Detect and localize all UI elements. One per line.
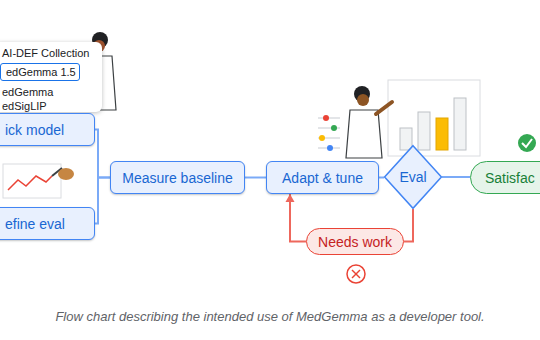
process-box: ick model: [0, 113, 95, 146]
drawing-figure: [3, 164, 74, 198]
decision-diamond: Eval: [384, 145, 442, 209]
arrowhead: [286, 194, 295, 202]
process-box: Measure baseline: [110, 161, 245, 194]
connector: [404, 209, 413, 242]
box-label: Adapt & tune: [282, 170, 363, 186]
outcome-label: Satisfac: [485, 170, 535, 186]
connector: [245, 177, 266, 179]
loop-pill: Needs work: [306, 228, 404, 255]
box-label: efine eval: [5, 216, 65, 232]
slider-controls: [318, 115, 340, 151]
process-box: efine eval: [0, 207, 95, 240]
box-label: Measure baseline: [122, 170, 233, 186]
connector: [442, 176, 470, 178]
connector: [379, 177, 384, 179]
outcome-pill: Satisfac: [470, 161, 540, 194]
cross-icon: [347, 265, 365, 283]
collection-entry: edSigLIP: [2, 100, 102, 113]
connector: [95, 178, 110, 224]
process-box: Adapt & tune: [266, 161, 379, 194]
check-icon: [518, 134, 536, 152]
collection-card: AI-DEF Collection edGemmaedSigLIP edGemma …: [0, 42, 102, 112]
caption-box: Flow chart describing the intended use o…: [0, 309, 540, 324]
chart-board: [388, 80, 480, 156]
loop-label: Needs work: [318, 234, 392, 250]
selected-model: edGemma 1.5: [0, 63, 80, 81]
collection-entry: edGemma: [2, 86, 102, 99]
person-figure: [346, 86, 392, 158]
diamond-shape: [385, 146, 442, 209]
connector: [95, 130, 110, 178]
model-name: edGemma 1.5: [6, 66, 76, 79]
box-label: ick model: [5, 122, 64, 138]
collection-entry: AI-DEF Collection: [2, 47, 102, 60]
decision-label: Eval: [399, 169, 426, 185]
caption-text: Flow chart describing the intended use o…: [55, 309, 484, 324]
